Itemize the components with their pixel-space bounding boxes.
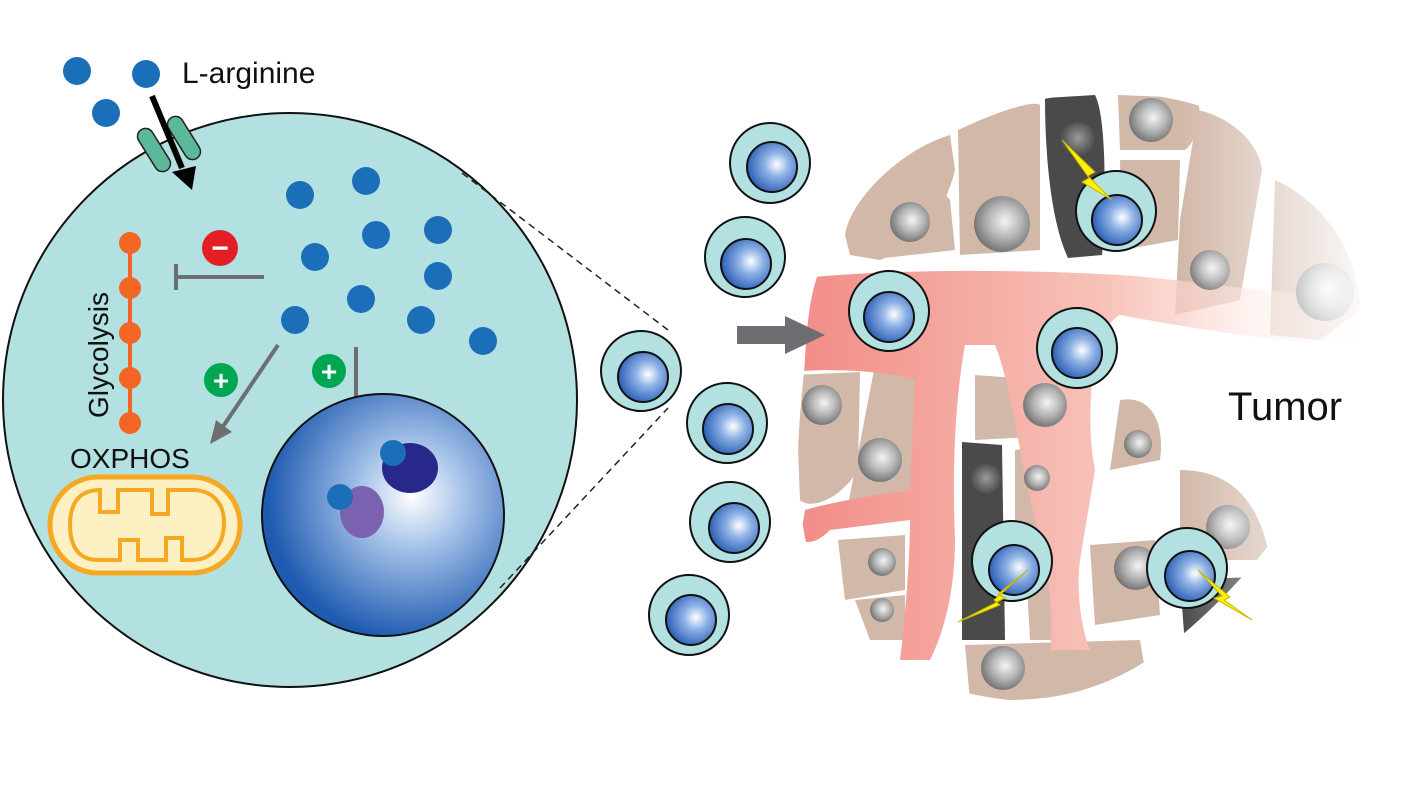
tumor-nucleus <box>1258 588 1294 624</box>
glycolysis-chain <box>119 232 141 434</box>
nucleus-icon <box>261 393 505 637</box>
tumor-nucleus <box>868 548 896 576</box>
inhibit-symbol: − <box>211 232 229 265</box>
blood-vessel <box>798 270 1360 660</box>
t-cell <box>1075 170 1157 252</box>
arginine-dot <box>281 306 309 334</box>
extracellular-arginine <box>63 57 160 127</box>
t-cells <box>600 122 1228 656</box>
tumor-nucleus <box>1024 465 1050 491</box>
t-cell <box>600 330 682 412</box>
arginine-dot <box>63 57 91 85</box>
promote-symbol: + <box>321 356 337 387</box>
inhibit-badge: − <box>202 230 238 266</box>
inhibition-arrow-icon <box>174 264 264 290</box>
tumor-nucleus <box>1060 122 1096 158</box>
intracellular-arginine <box>281 167 497 355</box>
tumor-label: Tumor <box>1228 385 1342 429</box>
tumor-nucleus <box>970 464 1002 496</box>
tumor-nucleus <box>1114 546 1158 590</box>
transporter-icon <box>136 115 202 173</box>
tumor-nucleus <box>802 385 842 425</box>
lightning-icon <box>1061 139 1113 201</box>
t-cell <box>971 520 1053 602</box>
zoom-line-bottom <box>499 407 669 589</box>
l-arginine-label: L-arginine <box>182 57 315 90</box>
infiltration-arrow-icon <box>737 316 825 354</box>
tumor-nucleus <box>981 646 1025 690</box>
t-cell <box>1036 307 1118 389</box>
t-cell <box>689 481 771 563</box>
t-cell <box>729 122 811 204</box>
arginine-dot <box>407 306 435 334</box>
tumor-nucleus <box>974 196 1030 252</box>
arginine-dot <box>380 440 406 466</box>
t-cell <box>1146 527 1228 609</box>
tumor-nucleus <box>1023 383 1067 427</box>
t-cell <box>704 216 786 298</box>
arginine-dot <box>286 181 314 209</box>
glycolysis-label: Glycolysis <box>83 292 114 418</box>
arginine-dot <box>132 60 160 88</box>
arginine-dot <box>347 285 375 313</box>
arginine-dot <box>327 484 353 510</box>
tumor-nucleus <box>1124 430 1152 458</box>
arginine-dot <box>469 327 497 355</box>
arginine-dot <box>301 243 329 271</box>
arginine-dot <box>362 221 390 249</box>
t-cell <box>686 382 768 464</box>
lightning-icon <box>957 569 1029 623</box>
promote-symbol: + <box>213 365 229 396</box>
arginine-dot <box>424 216 452 244</box>
promote-badge: + <box>312 354 346 388</box>
t-cell <box>848 270 930 352</box>
tumor-nucleus <box>890 202 930 242</box>
promote-badge: + <box>204 363 238 397</box>
tumor-nucleus <box>1129 98 1173 142</box>
oxphos-arrow-icon <box>210 343 280 444</box>
uptake-arrow-icon <box>149 94 196 190</box>
t-cell-zoom: L-arginine Glycolysis <box>2 57 669 688</box>
arginine-dot <box>92 99 120 127</box>
tumor-nucleus <box>858 438 902 482</box>
mitochondrion-icon <box>47 474 243 576</box>
oxphos-label: OXPHOS <box>70 443 190 474</box>
t-cell <box>648 574 730 656</box>
tumor-nucleus <box>870 598 894 622</box>
arginine-dot <box>352 167 380 195</box>
lightning-icon <box>1197 569 1253 621</box>
arginine-dot <box>424 262 452 290</box>
